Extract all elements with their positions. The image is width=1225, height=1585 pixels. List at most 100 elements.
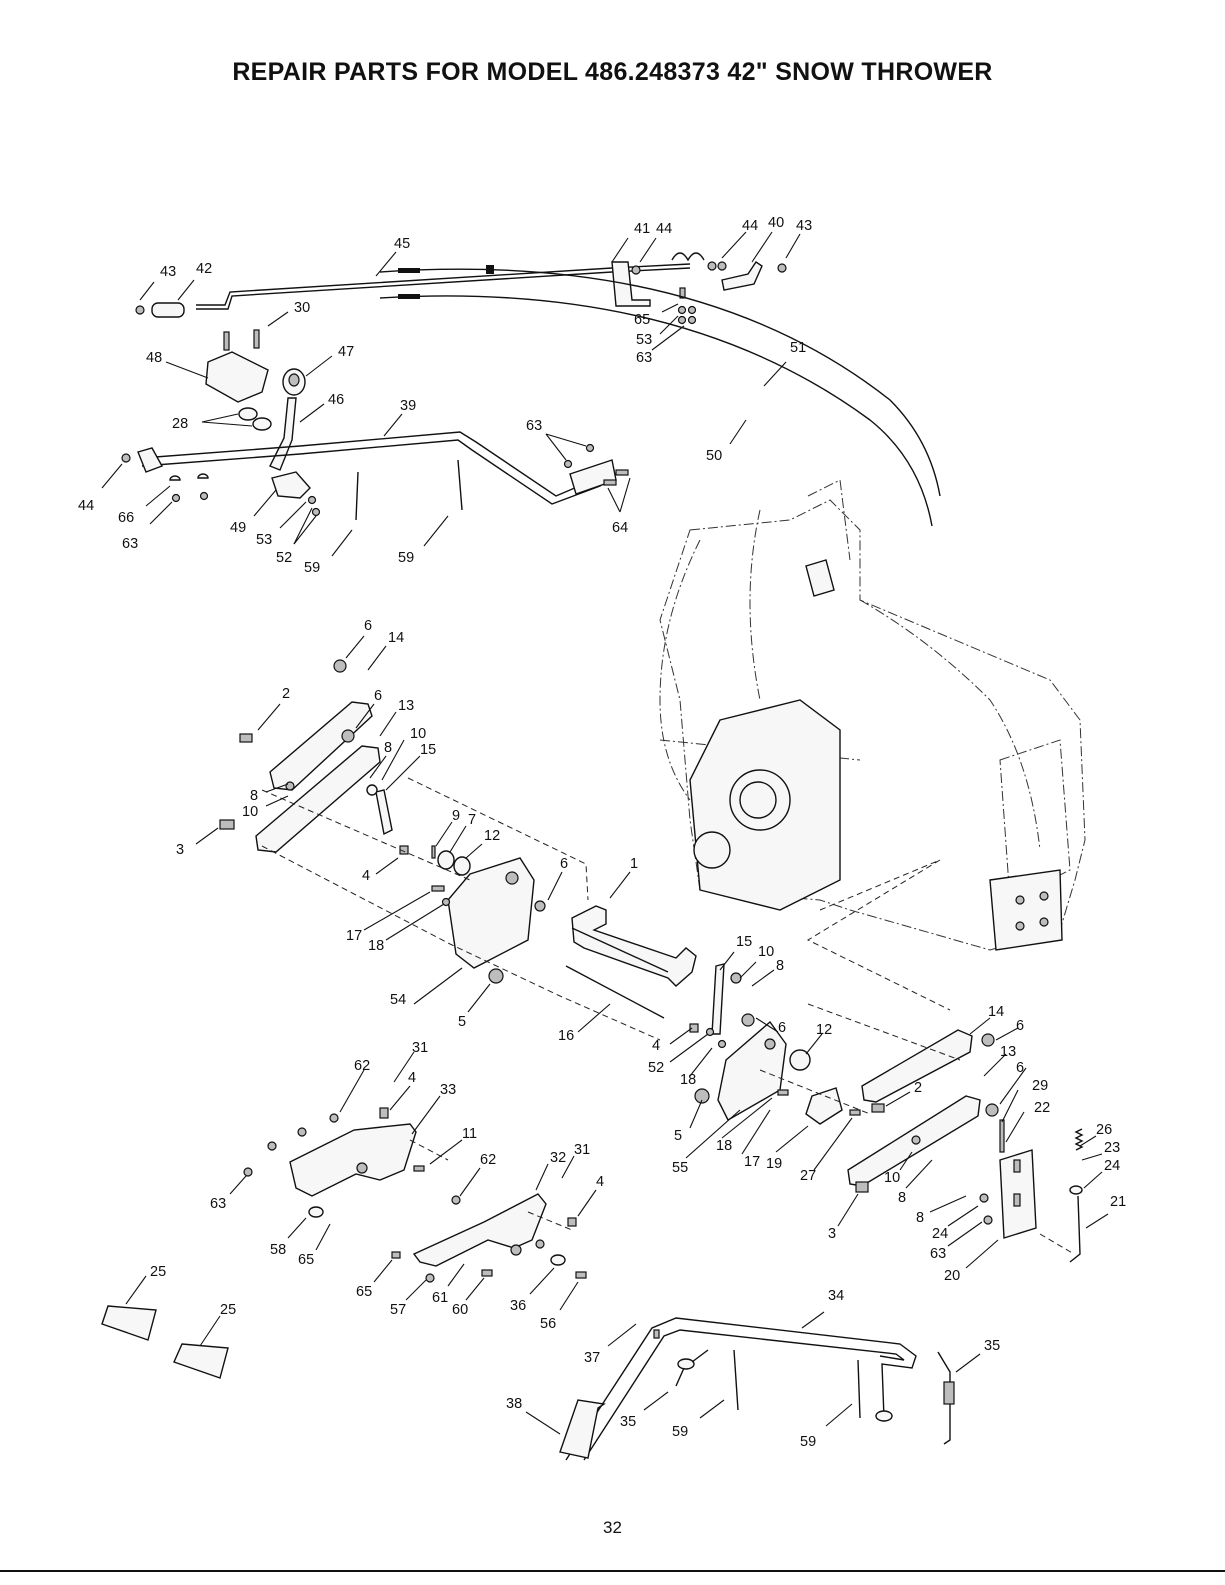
callout-c56: 14 bbox=[988, 1004, 1004, 1020]
callout-c66: 2 bbox=[914, 1080, 922, 1096]
callout-c91: 20 bbox=[944, 1268, 960, 1284]
callout-c93: 63 bbox=[210, 1196, 226, 1212]
callout-c90: 63 bbox=[930, 1246, 946, 1262]
callout-c68: 62 bbox=[354, 1058, 370, 1074]
rod-16 bbox=[565, 965, 665, 1019]
page-number: 32 bbox=[603, 1518, 622, 1537]
callout-c72: 11 bbox=[462, 1126, 477, 1142]
callout-c32: 2 bbox=[282, 686, 290, 702]
link-arm-right-14 bbox=[861, 1029, 995, 1113]
callout-c35: 10 bbox=[410, 726, 426, 742]
lever-arm-46 bbox=[269, 397, 297, 471]
callout-c12: 63 bbox=[636, 350, 652, 366]
rod-bracket-41 bbox=[611, 261, 727, 307]
bottom-rule bbox=[0, 1570, 1225, 1572]
callout-c18: 28 bbox=[172, 416, 188, 432]
callout-c65: 22 bbox=[1034, 1100, 1050, 1116]
link-arm-13 bbox=[219, 729, 381, 853]
callout-c58: 4 bbox=[652, 1038, 660, 1054]
callout-labels: 43 42 45 41 44 44 40 43 30 65 53 63 48 4… bbox=[78, 215, 1126, 1450]
callout-c36: 8 bbox=[384, 740, 392, 756]
cable-50 bbox=[379, 294, 933, 527]
cable-51 bbox=[379, 265, 941, 497]
callout-c101: 60 bbox=[452, 1302, 468, 1318]
deflector-rod-39 bbox=[121, 431, 617, 505]
handle-34 bbox=[559, 1317, 917, 1461]
callout-c1: 43 bbox=[160, 264, 176, 280]
link-arm-14 bbox=[239, 659, 373, 791]
callout-c94: 58 bbox=[270, 1242, 286, 1258]
callout-c28: 59 bbox=[398, 550, 414, 566]
skid-pad-25-b bbox=[173, 1343, 229, 1379]
callout-c33: 6 bbox=[374, 688, 382, 704]
lift-shaft-1 bbox=[571, 905, 697, 987]
callout-c22: 66 bbox=[118, 510, 134, 526]
callout-c86: 31 bbox=[574, 1142, 590, 1158]
callout-c24: 49 bbox=[230, 520, 246, 536]
callout-c89: 24 bbox=[932, 1226, 948, 1242]
callout-c13: 48 bbox=[146, 350, 162, 366]
callout-c42: 7 bbox=[468, 812, 476, 828]
skid-pad-25-a bbox=[101, 1305, 157, 1341]
callout-c25: 53 bbox=[256, 532, 272, 548]
callout-c38: 8 bbox=[250, 788, 258, 804]
cable-59-c bbox=[733, 1349, 739, 1411]
callout-c104: 34 bbox=[828, 1288, 844, 1304]
callout-c87: 4 bbox=[596, 1174, 604, 1190]
callout-c69: 4 bbox=[408, 1070, 416, 1086]
callout-c75: 23 bbox=[1104, 1140, 1120, 1156]
callout-c67: 31 bbox=[412, 1040, 428, 1056]
callout-c71: 5 bbox=[674, 1128, 682, 1144]
callout-c107: 38 bbox=[506, 1396, 522, 1412]
callout-c109: 59 bbox=[672, 1424, 688, 1440]
callout-c45: 6 bbox=[560, 856, 568, 872]
callout-c97: 25 bbox=[220, 1302, 236, 1318]
callout-c2: 42 bbox=[196, 261, 212, 277]
callout-c63: 18 bbox=[680, 1072, 696, 1088]
callout-c17: 39 bbox=[400, 398, 416, 414]
callout-c100: 61 bbox=[432, 1290, 448, 1306]
callout-c84: 62 bbox=[480, 1152, 496, 1168]
callout-c52: 54 bbox=[390, 992, 406, 1008]
callout-c19: 63 bbox=[526, 418, 542, 434]
callout-c47: 17 bbox=[346, 928, 362, 944]
callout-c11: 53 bbox=[636, 332, 652, 348]
assembly-dashed-lines bbox=[261, 777, 1075, 1255]
chute-and-impeller bbox=[689, 559, 841, 911]
callout-c50: 10 bbox=[758, 944, 774, 960]
callout-c29: 64 bbox=[612, 520, 628, 536]
callout-c16: 46 bbox=[328, 392, 344, 408]
callout-c27: 59 bbox=[304, 560, 320, 576]
callout-c96: 25 bbox=[150, 1264, 166, 1280]
callout-c59: 52 bbox=[648, 1060, 664, 1076]
hardware-65-53-63 bbox=[677, 287, 697, 325]
hardware-63-64 bbox=[563, 443, 629, 486]
mount-bracket-32 bbox=[391, 1193, 587, 1283]
callout-c57: 6 bbox=[1016, 1018, 1024, 1034]
callout-c81: 10 bbox=[884, 1170, 900, 1186]
lift-plate-54 bbox=[431, 857, 546, 984]
callout-c99: 57 bbox=[390, 1302, 406, 1318]
callout-c98: 65 bbox=[356, 1284, 372, 1300]
callout-c46: 1 bbox=[630, 856, 638, 872]
callout-c4: 41 bbox=[634, 221, 650, 237]
callout-c64: 29 bbox=[1032, 1078, 1048, 1094]
callout-c3: 45 bbox=[394, 236, 410, 252]
callout-c23: 63 bbox=[122, 536, 138, 552]
hardware-66-63 bbox=[169, 473, 209, 503]
link-arm-right-13 bbox=[847, 1095, 999, 1193]
callout-c76: 24 bbox=[1104, 1158, 1120, 1174]
callout-c60: 12 bbox=[816, 1022, 832, 1038]
callout-c108: 35 bbox=[620, 1414, 636, 1430]
callout-c92: 3 bbox=[828, 1226, 836, 1242]
callout-c14: 47 bbox=[338, 344, 354, 360]
bushing-hardware-9-7-12 bbox=[431, 845, 471, 876]
callout-c53: 5 bbox=[458, 1014, 466, 1030]
callout-c102: 36 bbox=[510, 1298, 526, 1314]
callout-c77: 55 bbox=[672, 1160, 688, 1176]
callout-c73: 18 bbox=[716, 1138, 732, 1154]
callout-c21: 44 bbox=[78, 498, 94, 514]
callout-c105: 35 bbox=[984, 1338, 1000, 1354]
chute-bracket-40 bbox=[721, 261, 787, 291]
callout-c61: 13 bbox=[1000, 1044, 1016, 1060]
